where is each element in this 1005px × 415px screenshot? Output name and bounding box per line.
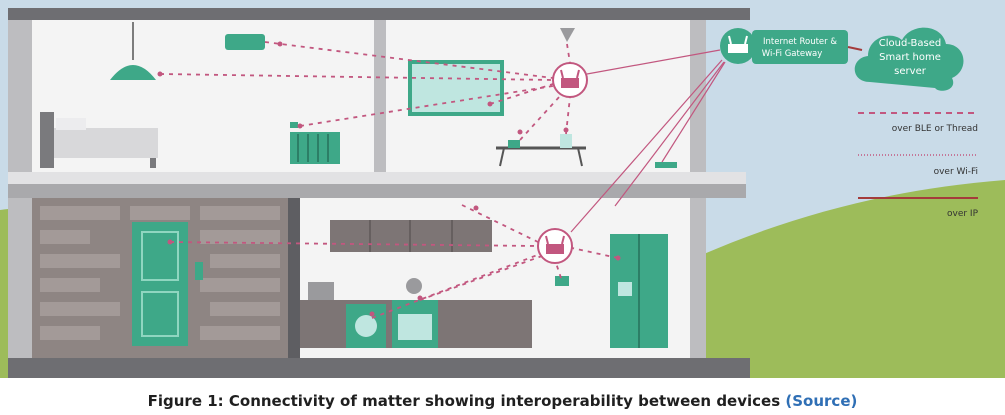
wifi-links (570, 49, 726, 233)
figure-caption: Figure 1: Connectivity of matter showing… (0, 392, 1005, 410)
bed (40, 128, 158, 158)
pot-icon (406, 278, 422, 294)
brick-pattern (40, 206, 280, 340)
roof (8, 8, 750, 20)
pillow (56, 118, 86, 130)
legend-ble-label: over BLE or Thread (892, 124, 978, 134)
ip-link (847, 46, 863, 51)
cloud-label-line2: Smart home (879, 52, 941, 63)
source-link[interactable]: (Source) (785, 392, 858, 410)
router-label-line2: Wi-Fi Gateway (762, 49, 823, 59)
legend-ip-label: over IP (947, 209, 979, 219)
ble-thread-links (159, 41, 619, 319)
thermostat-icon (290, 122, 298, 128)
smart-speaker-icon (508, 140, 520, 148)
hub-lower (537, 228, 573, 264)
lower-divider (288, 198, 300, 358)
microwave-icon (308, 282, 334, 300)
pendant-lamp-icon (110, 65, 156, 80)
front-door (132, 222, 188, 346)
cloud-icon: Cloud-Based Smart home server (854, 27, 964, 91)
door-lock-icon (195, 262, 203, 280)
hub-upper (552, 62, 588, 98)
upper-cabinets (330, 220, 492, 252)
bed-headboard (40, 112, 54, 168)
ground-base (8, 358, 750, 378)
kitchen-sensor-icon (555, 276, 569, 286)
router-node: Internet Router & Wi-Fi Gateway (720, 28, 848, 64)
grass-right (690, 180, 1005, 378)
caption-text: Figure 1: Connectivity of matter showing… (147, 392, 781, 410)
vase-icon (560, 134, 572, 148)
cloud-label: Cloud-Based (879, 38, 942, 49)
ceiling-light-icon (560, 28, 575, 42)
upper-divider (374, 20, 386, 172)
floor-slab-shadow (8, 184, 746, 198)
legend: over BLE or Thread over Wi-Fi over IP (858, 112, 979, 219)
cloud-label-line3: server (894, 66, 927, 77)
legend-wifi-label: over Wi-Fi (934, 167, 978, 177)
floor-slab (8, 172, 746, 184)
air-conditioner-icon (225, 34, 265, 50)
sensor-icon (655, 162, 677, 168)
router-label: Internet Router & (763, 37, 837, 47)
smart-home-diagram: Internet Router & Wi-Fi Gateway Cloud-Ba… (0, 0, 1005, 378)
tv-icon (408, 60, 504, 116)
